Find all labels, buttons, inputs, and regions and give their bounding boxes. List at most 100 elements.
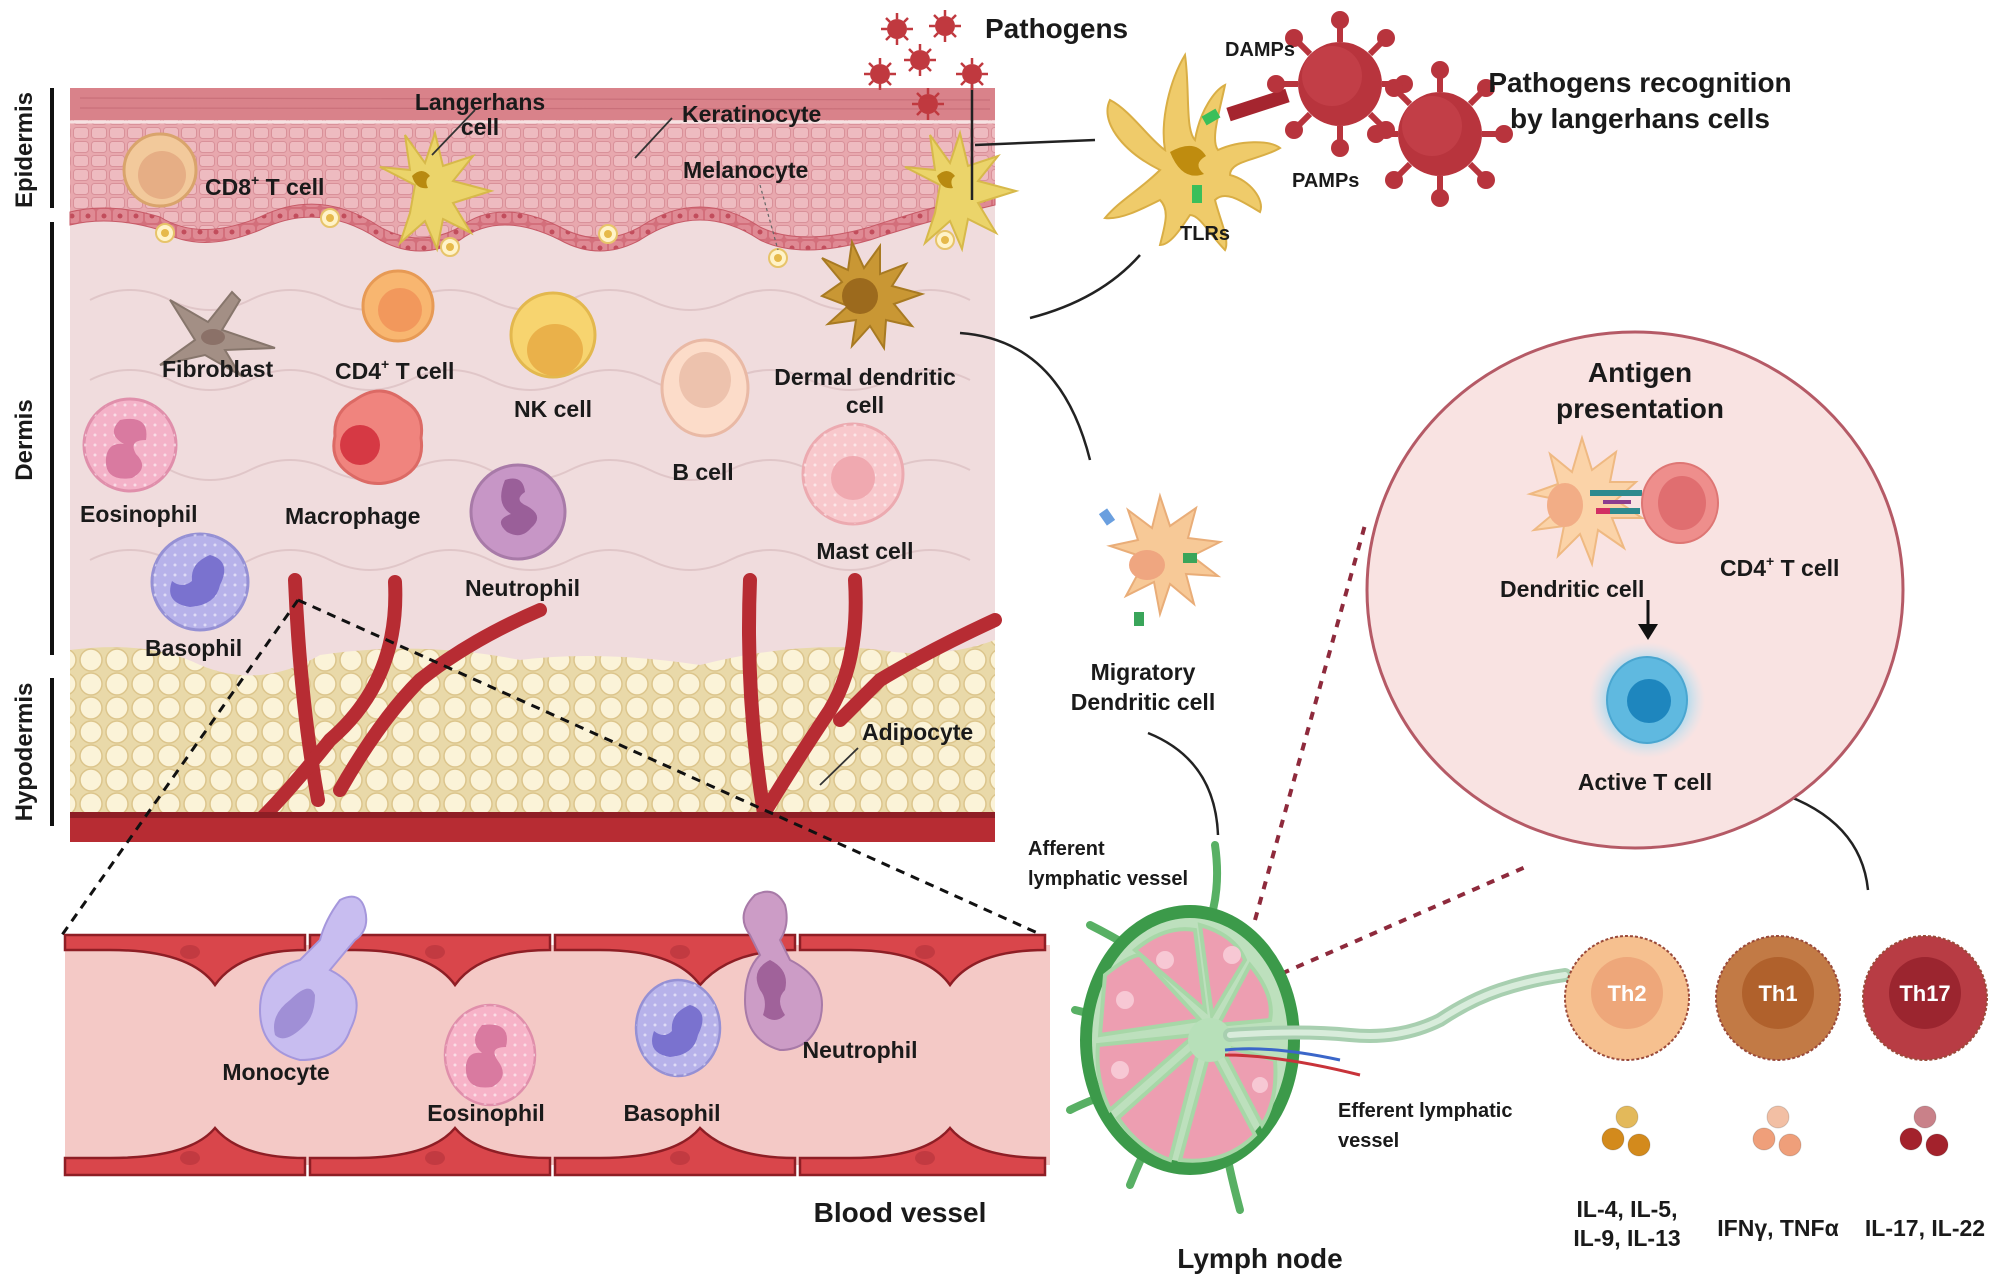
stratum-lines (79, 97, 991, 110)
keratinocyte-label: Keratinocyte (682, 101, 821, 127)
cytokine-granule (1766, 1105, 1790, 1129)
skin-cross-section: Langerhans cell Keratinocyte Melanocyte … (69, 78, 1020, 842)
melanocyte-icon (440, 237, 460, 257)
cytokine-granule (1627, 1133, 1651, 1157)
artery (1224, 1053, 1361, 1077)
melanocyte-icon (598, 224, 618, 244)
basophil-vessel (634, 978, 722, 1078)
cd4-label: CD4+ T cell (335, 356, 454, 384)
adipocyte-pointer (819, 747, 859, 786)
endothelial-bottom (63, 1126, 1047, 1177)
melanocyte-icon (935, 230, 955, 250)
mhc-receptor-icon (1098, 508, 1116, 526)
recognition-langerhans-cell: DAMPs PAMPs TLRs Pathogens recognition b… (1103, 11, 1792, 252)
recognition-title-2: by langerhans cells (1510, 103, 1770, 134)
vessel-lumen (65, 945, 1050, 1165)
melanocyte-label: Melanocyte (683, 157, 808, 183)
neutrophil-label: Neutrophil (465, 575, 580, 601)
eosinophil-label: Eosinophil (80, 501, 198, 527)
th-cell-label: Th17 (1899, 981, 1950, 1006)
skin-labels: Langerhans cell Keratinocyte Melanocyte … (80, 89, 973, 786)
cytokine-granule (1615, 1105, 1639, 1129)
cytokine-granule (1925, 1133, 1949, 1157)
pathogen-icon (927, 8, 963, 44)
cd8-t-cell (122, 132, 198, 208)
cytokine-label: IL-9, IL-13 (1573, 1225, 1680, 1251)
langerhans-cell-surface (904, 129, 1020, 253)
pathogen-icon (879, 11, 915, 47)
neutrophil-dermis (469, 463, 567, 561)
pamps-label: PAMPs (1292, 170, 1359, 192)
dermal-dc-label-1: Dermal dendritic (774, 364, 956, 390)
macrophage (332, 389, 424, 485)
endothelial-top (63, 933, 1047, 988)
th-cell-label: Th2 (1607, 981, 1646, 1006)
tlr-receptor-icon (1201, 108, 1221, 126)
pathogen-icon (862, 56, 898, 92)
cytokine-granules (1601, 1105, 1651, 1157)
recognition-title-1: Pathogens recognition (1488, 67, 1791, 98)
adipocyte-label: Adipocyte (862, 719, 973, 745)
cytokine-granule (1752, 1127, 1776, 1151)
pathogen-icon (902, 42, 938, 78)
afferent-label-2: lymphatic vessel (1028, 868, 1188, 890)
cd4-t-cell (361, 269, 435, 343)
cytokine-granule (1778, 1133, 1802, 1157)
cytokine-granule (1899, 1127, 1923, 1151)
antigen-cd4-t-cell (1641, 462, 1719, 544)
macrophage-label: Macrophage (285, 503, 420, 529)
vessel-cell-label: Monocyte (222, 1059, 329, 1085)
efferent-label-2: vessel (1338, 1130, 1399, 1152)
migratory-label-2: Dendritic cell (1071, 689, 1215, 715)
layer-brackets: Epidermis Dermis Hypodermis (11, 88, 54, 826)
basophil-label: Basophil (145, 635, 242, 661)
melanocyte-icon (768, 248, 788, 268)
langerhans-label-1: Langerhans (415, 89, 545, 115)
th-cell-th17: Th17 (1862, 935, 1988, 1061)
active-t-cell-label: Active T cell (1578, 769, 1712, 795)
melanocyte-pointer (759, 184, 779, 251)
afferent-label-1: Afferent (1028, 838, 1105, 860)
antigen-title-2: presentation (1556, 393, 1724, 424)
tlrs-label: TLRs (1180, 223, 1230, 245)
lymph-node-title: Lymph node (1177, 1243, 1342, 1274)
cd8-label: CD8+ T cell (205, 172, 324, 200)
b-cell (660, 338, 750, 438)
antigen-presentation: Antigen presentation Dendritic cell CD4+… (1365, 330, 1905, 850)
monocyte (258, 895, 368, 1062)
antigen-title-1: Antigen (1588, 357, 1692, 388)
dermis-label: Dermis (11, 399, 38, 480)
mhc-tcr-complex (1590, 490, 1642, 514)
differentiation-arrow (1638, 600, 1658, 640)
lymph-node: Afferent lymphatic vessel Efferent lymph… (1028, 838, 1572, 1274)
blood-vessel-detail: Monocyte Eosinophil Basophil Neutrophil … (63, 890, 1050, 1228)
mast-cell-label: Mast cell (816, 538, 913, 564)
basophil-dermis (150, 532, 250, 632)
vessel-cell-label: Basophil (623, 1100, 720, 1126)
lymph-follicles (1095, 922, 1278, 1163)
dermal-dendritic-cell (819, 238, 926, 352)
neutrophil-vessel (742, 890, 823, 1052)
cytokine-label: IL-17, IL-22 (1865, 1215, 1985, 1241)
nk-cell-label: NK cell (514, 396, 592, 422)
dermal-blood-vessels (253, 573, 1002, 827)
cytokine-granules (1899, 1105, 1949, 1157)
antigen-fragment (1226, 88, 1290, 122)
cytokine-label: IFNγ, TNFα (1717, 1215, 1838, 1241)
pathogen-icon (954, 56, 990, 92)
active-t-cell (1606, 656, 1688, 744)
efferent-label-1: Efferent lymphatic (1338, 1100, 1512, 1122)
pathogens-label: Pathogens (985, 13, 1128, 44)
pathogens-group: Pathogens (862, 8, 1128, 122)
langerhans-pointer (431, 109, 476, 156)
blood-vessel-title: Blood vessel (814, 1197, 987, 1228)
langerhans-cell (379, 129, 495, 253)
dermal-dc-label-2: cell (846, 392, 884, 418)
damps-label: DAMPs (1225, 39, 1295, 61)
hypodermis-label: Hypodermis (11, 683, 38, 822)
vein (1224, 1047, 1341, 1062)
eosinophil-dermis (82, 397, 178, 493)
migratory-label-1: Migratory (1091, 659, 1196, 685)
fibroblast-label: Fibroblast (162, 356, 274, 382)
